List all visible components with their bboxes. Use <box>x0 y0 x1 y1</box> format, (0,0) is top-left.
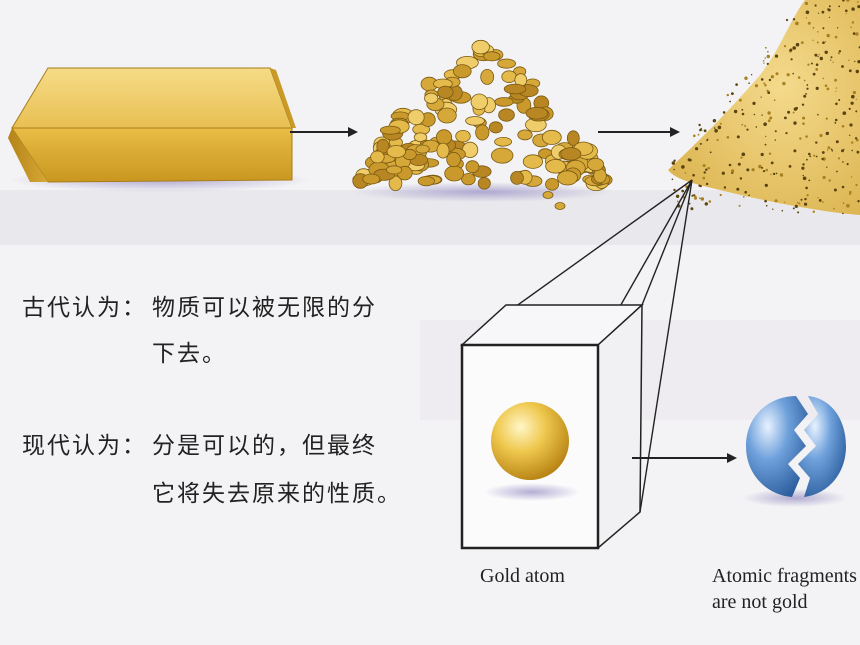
modern-view-line2: 它将失去原来的性质。 <box>152 481 402 507</box>
gold-atom-icon <box>484 402 580 501</box>
split-atom-icon <box>743 396 847 507</box>
modern-view-line1: 分是可以的，但最终 <box>152 433 377 459</box>
gold-dust-pile-icon <box>668 0 860 215</box>
gold-bar-icon <box>8 67 310 192</box>
ancient-view-line1: 物质可以被无限的分 <box>152 295 377 321</box>
modern-view-label: 现代认为： <box>22 433 147 459</box>
ancient-view-line2: 下去。 <box>152 341 227 367</box>
gold-nuggets-icon <box>352 39 613 210</box>
fragments-caption-line2: are not gold <box>712 591 808 613</box>
ancient-view-label: 古代认为： <box>22 295 147 321</box>
fragments-caption-line1: Atomic fragments <box>712 565 857 587</box>
gold-atom-caption: Gold atom <box>480 565 565 587</box>
